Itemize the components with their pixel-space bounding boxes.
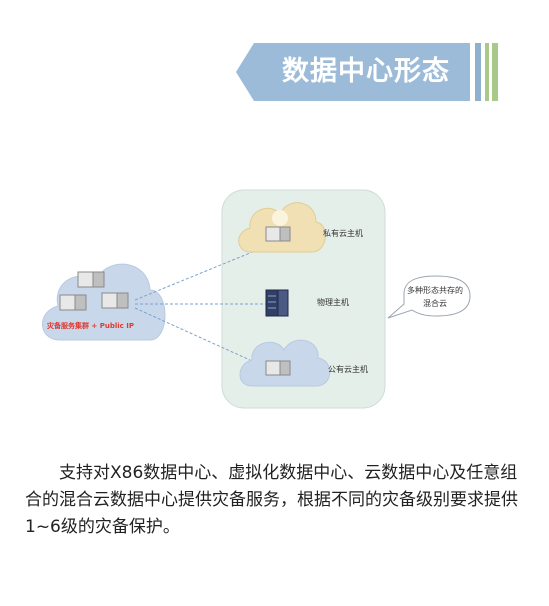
server-icon: [77, 271, 105, 288]
private-cloud-host-label: 私有云主机: [323, 229, 363, 238]
connection-line-public: [134, 307, 273, 371]
decorative-bar-blue: [475, 43, 481, 101]
callout-text: 多种形态共存的混合云: [407, 286, 463, 308]
physical-host-label: 物理主机: [317, 298, 349, 307]
left-cloud-label: 灾备服务集群 + Public IP: [47, 322, 134, 330]
rack-server-icon: [265, 289, 289, 317]
page-title: 数据中心形态: [282, 56, 450, 87]
server-icon: [101, 292, 129, 309]
decorative-bar-green: [485, 43, 489, 101]
callout-bubble: [387, 275, 471, 319]
server-cloud-icon: [265, 226, 291, 242]
section-header: 数据中心形态: [236, 43, 470, 101]
public-cloud-host-label: 公有云主机: [328, 365, 368, 374]
server-cloud-icon: [265, 360, 291, 376]
description-text: 支持对X86数据中心、虚拟化数据中心、云数据中心及任意组合的混合云数据中心提供灾…: [25, 463, 518, 537]
server-icon: [59, 294, 87, 311]
decorative-bar-green-wide: [492, 43, 498, 101]
header-banner-shape: [236, 43, 470, 101]
